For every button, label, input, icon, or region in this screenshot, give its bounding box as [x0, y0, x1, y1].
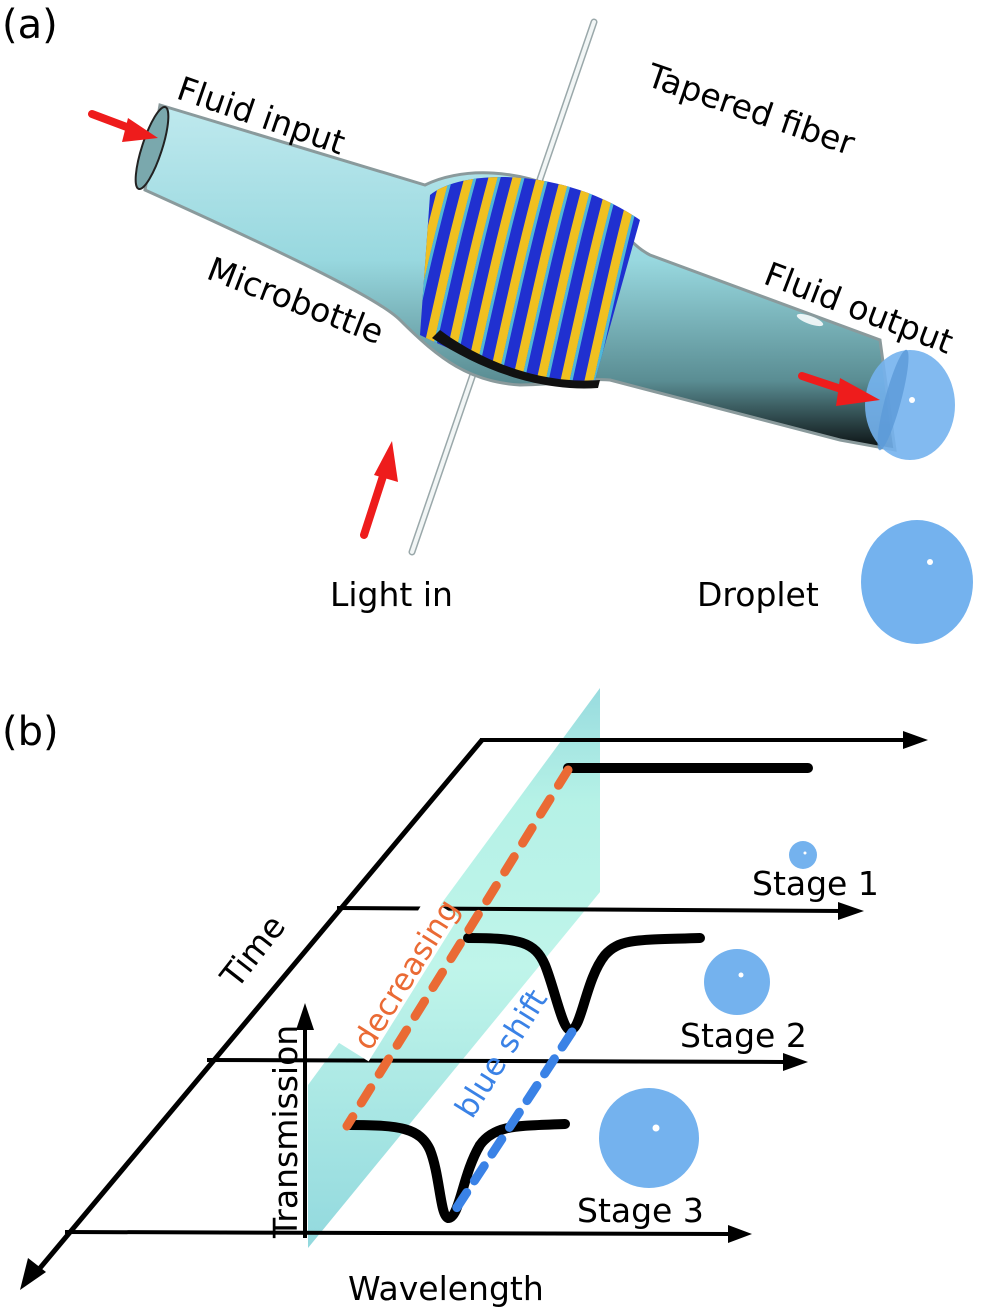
stage-3-droplet [599, 1088, 699, 1188]
mode-stripe-edge [495, 177, 554, 381]
stage-2-droplet [704, 949, 770, 1015]
transmission-axis-label: Transmission [266, 1025, 305, 1239]
mode-stripe [486, 177, 551, 381]
decreasing-trend-line [342, 765, 573, 1131]
spectrum-stage-3 [345, 1119, 570, 1224]
droplet-label: Droplet [697, 575, 819, 614]
outlet-droplet [865, 349, 955, 460]
mode-stripe [510, 177, 575, 381]
time-axis [20, 738, 484, 1290]
wavelength-axis-label: Wavelength [348, 1269, 544, 1308]
mode-stripe-edge [420, 177, 458, 381]
mode-stripe-edge [591, 177, 640, 381]
wavelength-axis-stage-1 [480, 731, 928, 749]
light-in-label: Light in [330, 575, 453, 614]
stage-1-label: Stage 1 [752, 864, 879, 903]
blue-shift-trend-line [445, 1027, 577, 1223]
panel-b-label: (b) [2, 709, 59, 755]
wavelength-axis-base [64, 1225, 752, 1243]
droplet-icon [861, 520, 973, 644]
stage-3-label: Stage 3 [577, 1191, 704, 1230]
stage-1-droplet [789, 841, 817, 869]
transmission-axis [296, 1003, 314, 1238]
fluid-output-arrow [798, 372, 880, 406]
stage-2-label: Stage 2 [680, 1016, 807, 1055]
panel-a-label: (a) [2, 2, 58, 48]
fluid-input-arrow [88, 110, 158, 142]
light-in-arrow [360, 441, 398, 539]
tapered-fiber-label: Tapered fiber [641, 55, 860, 163]
